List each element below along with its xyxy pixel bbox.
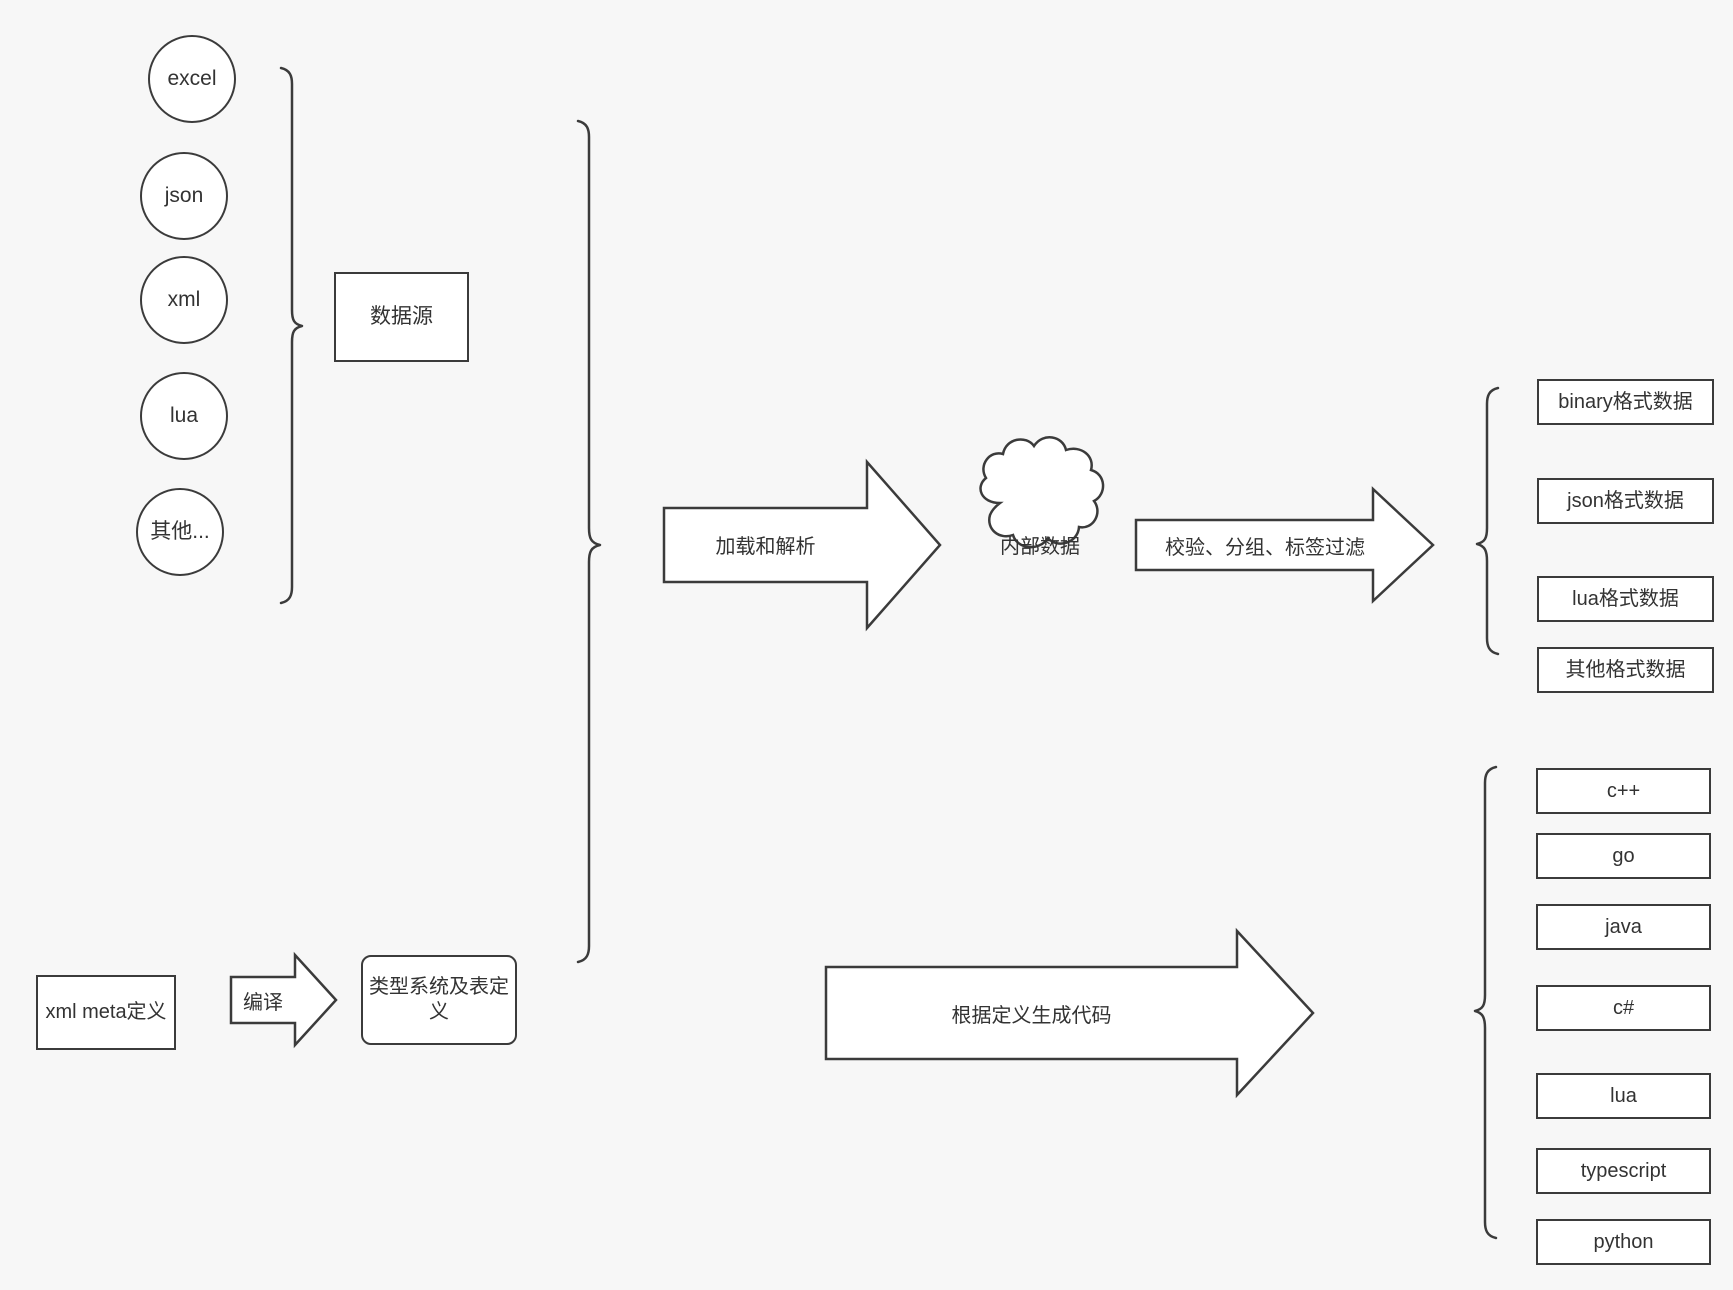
data-source-lua[interactable]: lua [140, 372, 228, 460]
output-format-json[interactable]: json格式数据 [1537, 478, 1714, 524]
output-format-binary-label: binary格式数据 [1558, 390, 1693, 413]
xml-meta-definition-box[interactable]: xml meta定义 [36, 975, 176, 1050]
output-format-other[interactable]: 其他格式数据 [1537, 647, 1714, 693]
target-language-csharp-label: c# [1612, 996, 1635, 1019]
codegen-arrow-shape [824, 927, 1315, 1099]
target-language-python[interactable]: python [1536, 1219, 1711, 1265]
target-language-cpp[interactable]: c++ [1536, 768, 1711, 814]
data-source-xml-label: xml [167, 287, 201, 311]
load-parse-arrow-shape [662, 458, 942, 632]
target-language-go[interactable]: go [1536, 833, 1711, 879]
data-source-excel-label: excel [167, 66, 217, 90]
target-language-typescript[interactable]: typescript [1536, 1148, 1711, 1194]
main-input-brace [576, 119, 602, 964]
target-language-lua[interactable]: lua [1536, 1073, 1711, 1119]
filter-arrow-shape [1134, 486, 1435, 604]
data-source-other-label: 其他... [150, 519, 210, 543]
output-format-lua-label: lua格式数据 [1572, 587, 1679, 610]
xml-meta-definition-label: xml meta定义 [45, 1001, 167, 1023]
data-source-brace [279, 66, 304, 605]
data-source-lua-label: lua [169, 403, 199, 427]
internal-data-cloud-shape [979, 436, 1105, 549]
output-format-lua[interactable]: lua格式数据 [1537, 576, 1714, 622]
output-format-json-label: json格式数据 [1567, 489, 1684, 512]
output-format-binary[interactable]: binary格式数据 [1537, 379, 1714, 425]
target-language-lua-label: lua [1610, 1084, 1637, 1107]
target-language-go-label: go [1612, 844, 1635, 867]
target-language-cpp-label: c++ [1606, 779, 1641, 802]
data-source-group-box[interactable]: 数据源 [334, 272, 469, 362]
target-language-csharp[interactable]: c# [1536, 985, 1711, 1031]
target-language-brace [1473, 765, 1498, 1240]
compile-arrow-shape [229, 951, 338, 1049]
target-language-java[interactable]: java [1536, 904, 1711, 950]
target-language-java-label: java [1605, 915, 1642, 938]
output-format-brace [1475, 386, 1500, 656]
data-source-json-label: json [164, 183, 204, 207]
data-source-xml[interactable]: xml [140, 256, 228, 344]
data-source-excel[interactable]: excel [148, 35, 236, 123]
data-source-json[interactable]: json [140, 152, 228, 240]
target-language-python-label: python [1593, 1230, 1654, 1253]
data-source-group-label: 数据源 [370, 304, 433, 328]
output-format-other-label: 其他格式数据 [1565, 658, 1686, 681]
type-system-box[interactable]: 类型系统及表定义 [361, 955, 517, 1045]
data-source-other[interactable]: 其他... [136, 488, 224, 576]
type-system-label: 类型系统及表定义 [369, 976, 509, 1023]
target-language-typescript-label: typescript [1580, 1159, 1667, 1182]
